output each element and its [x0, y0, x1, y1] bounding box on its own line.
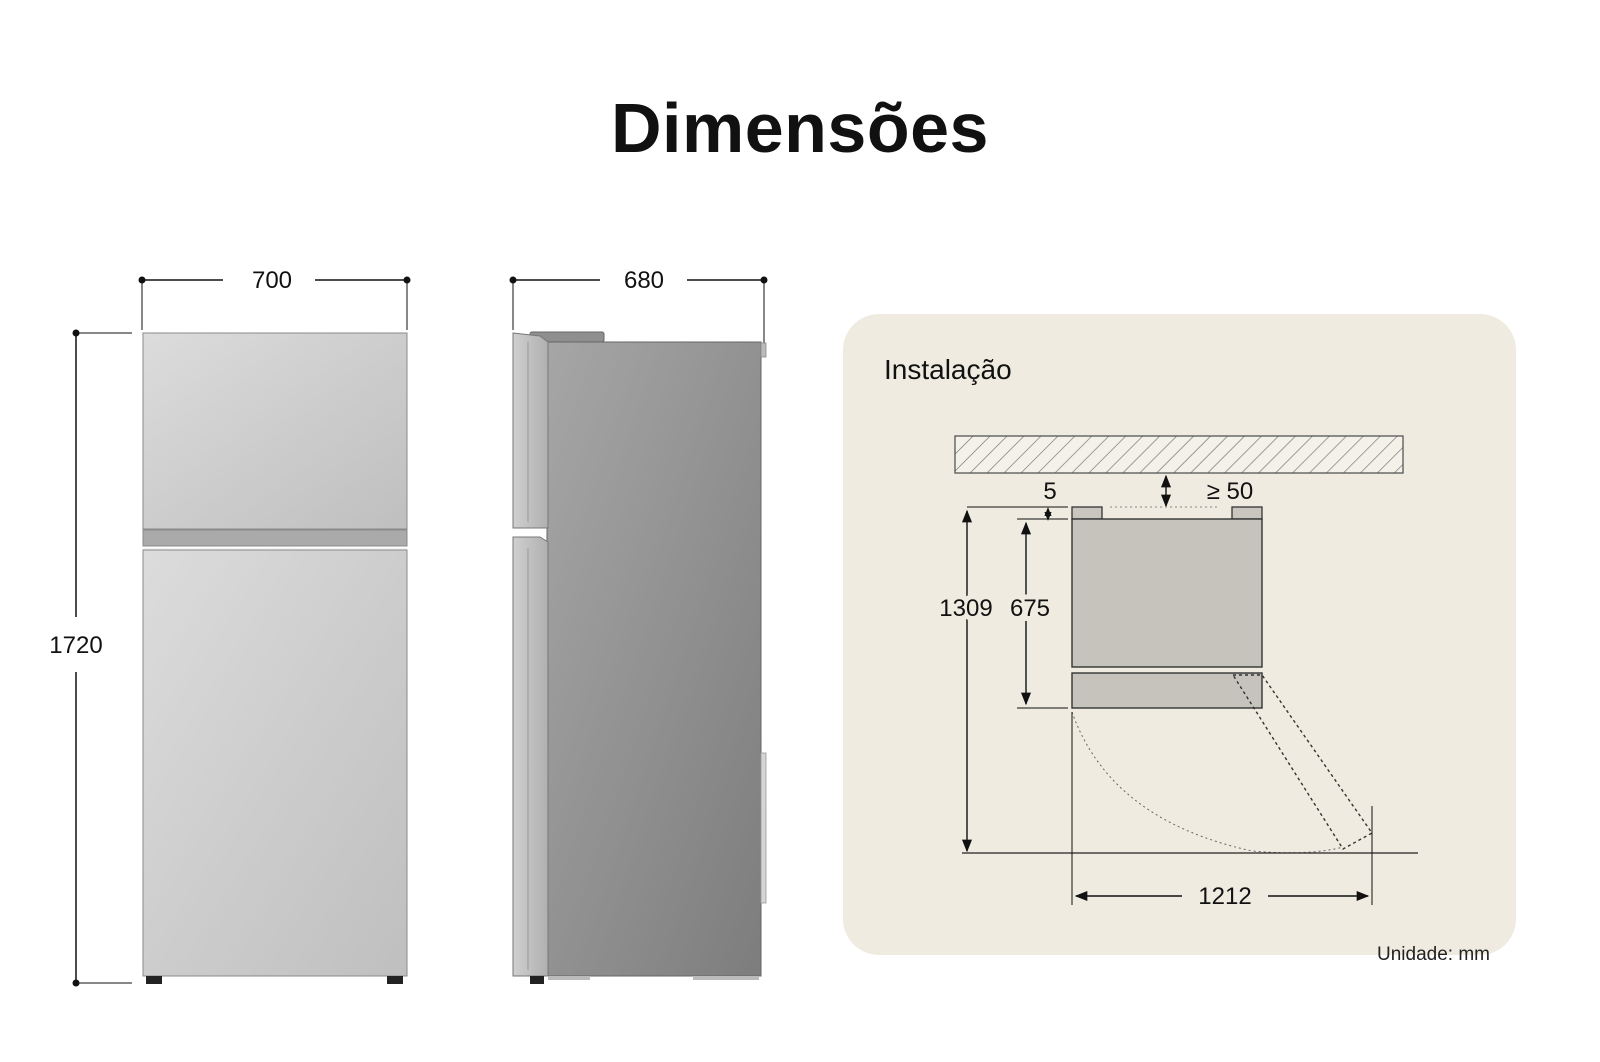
- wall: [954, 435, 1404, 474]
- installation-title: Instalação: [884, 354, 1012, 385]
- fridge-top-view: [1071, 506, 1374, 854]
- installation-panel: Instalação ≥ 50 5 1309: [843, 314, 1516, 955]
- door-open-dimension: 1309: [934, 506, 1068, 853]
- unit-label: Unidade: mm: [1377, 944, 1490, 965]
- side-gap-label: 5: [1043, 478, 1056, 505]
- door-depth-label: 675: [1010, 595, 1050, 622]
- total-width-label: 1212: [1198, 883, 1251, 910]
- height-label: 1720: [49, 632, 102, 659]
- fridge-side: [512, 331, 767, 984]
- width-dimension: 700: [138, 267, 411, 330]
- depth-dimension: 680: [509, 267, 768, 350]
- fridge-front: [142, 332, 408, 984]
- door-open-label: 1309: [939, 595, 992, 622]
- height-dimension: 1720: [49, 329, 132, 987]
- depth-label: 680: [624, 267, 664, 294]
- page-title: Dimensões: [611, 89, 989, 167]
- front-view: 700 1720: [49, 267, 411, 987]
- side-view: 680: [509, 267, 768, 984]
- total-width-dimension: 1212: [1071, 712, 1373, 910]
- door-depth-dimension: 675: [1005, 518, 1068, 709]
- width-label: 700: [252, 267, 292, 294]
- wall-gap-label: ≥ 50: [1207, 478, 1254, 505]
